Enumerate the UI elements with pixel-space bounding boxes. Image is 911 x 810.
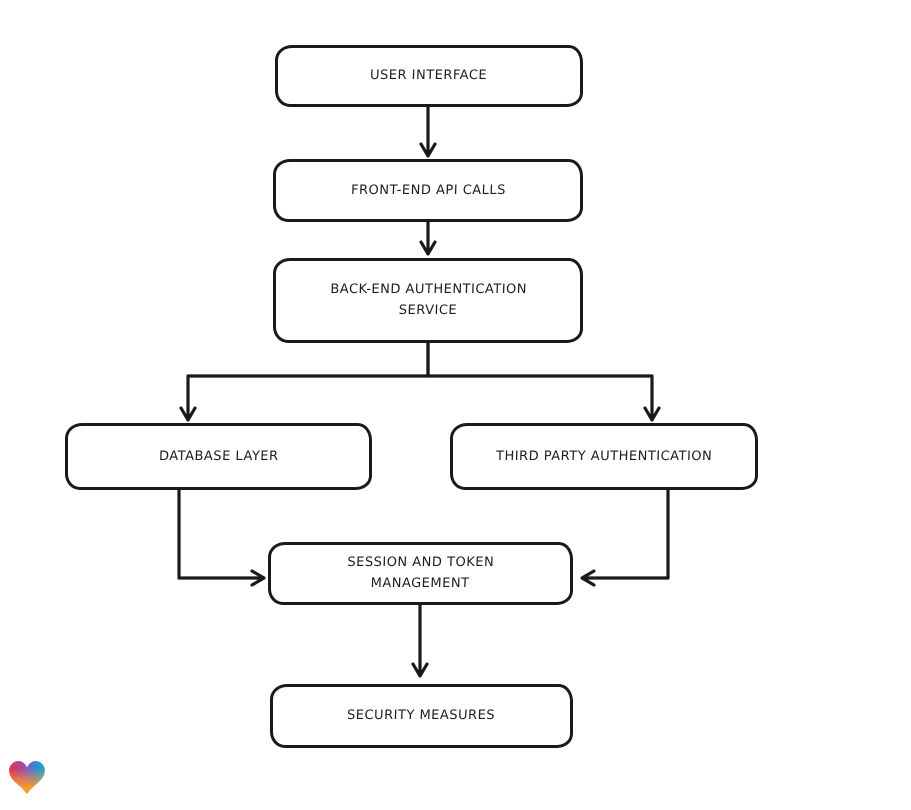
edge-front-end-api-calls-to-back-end-authentication-service <box>419 219 437 256</box>
node-label: SECURITY MEASURES <box>347 708 496 724</box>
node-label: FRONT-END API CALLS <box>350 182 506 198</box>
edge-user-interface-to-front-end-api-calls <box>419 104 437 158</box>
node-third-party-authentication: THIRD PARTY AUTHENTICATION <box>450 423 758 490</box>
node-session-and-token-management: SESSION AND TOKEN MANAGEMENT <box>268 542 573 605</box>
edge-session-and-token-management-to-security-measures <box>411 602 429 678</box>
node-label: SESSION AND TOKEN MANAGEMENT <box>347 555 495 592</box>
edge-database-layer-to-session-and-token-management <box>177 486 266 587</box>
node-label: USER INTERFACE <box>370 68 488 84</box>
node-label: THIRD PARTY AUTHENTICATION <box>495 448 713 464</box>
node-back-end-authentication-service: BACK-END AUTHENTICATION SERVICE <box>273 258 583 343</box>
node-database-layer: DATABASE LAYER <box>65 423 372 490</box>
heart-logo[interactable] <box>9 761 45 794</box>
node-front-end-api-calls: FRONT-END API CALLS <box>273 159 583 222</box>
node-label: DATABASE LAYER <box>158 448 279 464</box>
edge-back-end-authentication-service-to-third-party-authentication <box>426 340 661 422</box>
node-user-interface: USER INTERFACE <box>275 45 583 107</box>
edge-back-end-authentication-service-to-database-layer <box>179 340 430 422</box>
node-label: BACK-END AUTHENTICATION SERVICE <box>329 282 527 319</box>
edge-third-party-authentication-to-session-and-token-management <box>580 486 670 587</box>
node-security-measures: SECURITY MEASURES <box>270 684 573 748</box>
